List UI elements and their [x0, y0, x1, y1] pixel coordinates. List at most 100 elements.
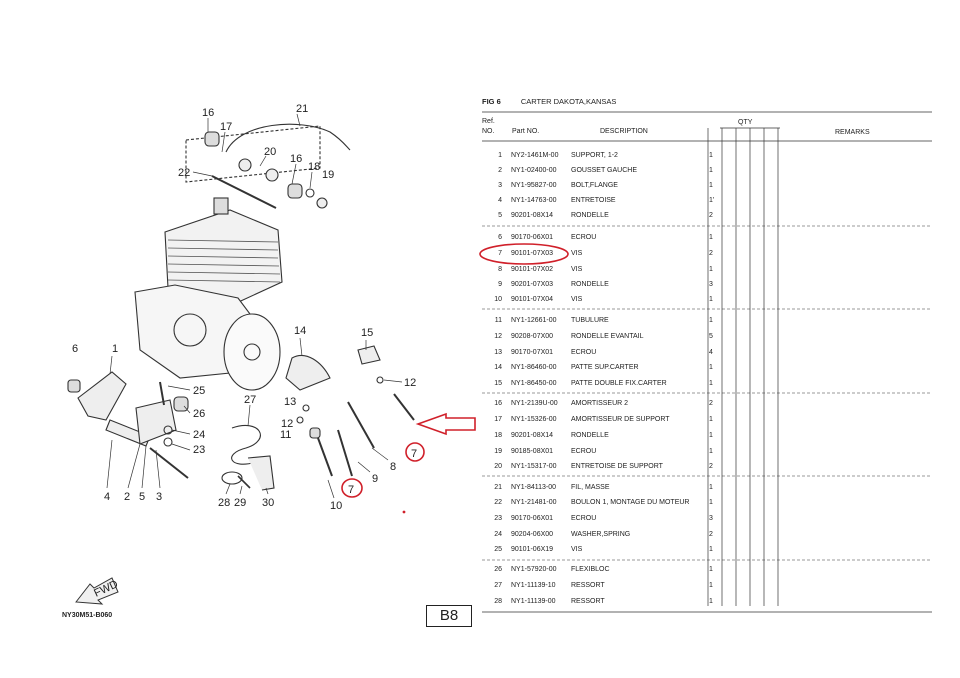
callout-17: 17: [220, 121, 232, 133]
row-ref: 21: [494, 484, 502, 491]
row-part-no: NY1-14763-00: [511, 197, 557, 204]
callout-18: 18: [308, 161, 320, 173]
row-part-no: 90170-07X01: [511, 349, 554, 356]
row-ref: 5: [498, 212, 502, 219]
row-description: SUPPORT, 1-2: [571, 152, 618, 159]
clutch-cover: [223, 313, 281, 391]
row-description: FLEXIBLOC: [571, 566, 610, 573]
row-qty: 2: [709, 400, 713, 407]
row-qty: 3: [709, 515, 713, 522]
damper-16b: [287, 183, 303, 199]
callout-11: 11: [280, 429, 291, 441]
leader-lines: [106, 113, 403, 499]
row-description: WASHER,SPRING: [571, 531, 631, 538]
row-part-no: 90170-06X01: [511, 234, 554, 241]
screw-25: [159, 381, 165, 406]
row-part-no: NY1-2139U-00: [511, 400, 558, 407]
row-part-no: NY1-86460-00: [511, 364, 557, 371]
row-qty: 1: [709, 499, 713, 506]
row-description: TUBULURE: [571, 317, 609, 324]
clutch-hub: [243, 343, 261, 361]
row-qty: 1: [709, 598, 713, 605]
row-description: RESSORT: [571, 582, 605, 589]
row-description: RONDELLE: [571, 212, 609, 219]
callout-20: 20: [264, 146, 276, 158]
washer-12: [296, 416, 304, 424]
callout-14: 14: [294, 325, 306, 337]
callout-2: 2: [124, 491, 130, 503]
callout-6: 6: [72, 343, 78, 355]
row-part-no: 90101-07X04: [511, 296, 554, 303]
callout-8: 8: [390, 461, 396, 473]
row-qty: 1: [709, 167, 713, 174]
row-part-no: NY1-02400-00: [511, 167, 557, 174]
callout-7-lower: 7: [348, 484, 354, 496]
spark-plug: [213, 197, 229, 215]
bracket-15: [357, 345, 381, 365]
row-part-no: 90201-07X03: [511, 281, 554, 288]
row-ref: 13: [494, 349, 502, 356]
row-part-no: 90201-08X14: [511, 432, 554, 439]
stud-7-lower: [337, 429, 353, 477]
row-description: FIL, MASSE: [571, 484, 610, 491]
row-qty: 1: [709, 317, 713, 324]
row-qty: 1: [709, 566, 713, 573]
row-ref: 15: [494, 380, 502, 387]
ground-wire: [225, 123, 351, 153]
stud-10: [317, 437, 333, 477]
row-description: RONDELLE EVANTAIL: [571, 333, 644, 340]
row-description: VIS: [571, 250, 583, 257]
bracket-30: [247, 455, 275, 491]
row-ref: 3: [498, 182, 502, 189]
row-ref: 16: [494, 400, 502, 407]
row-ref: 4: [498, 197, 502, 204]
callout-10: 10: [330, 500, 342, 512]
row-ref: 10: [494, 296, 502, 303]
row-qty: 2: [709, 250, 713, 257]
row-ref: 22: [494, 499, 502, 506]
row-description: RESSORT: [571, 598, 605, 605]
callout-22: 22: [178, 167, 190, 179]
row-qty: 1: [709, 484, 713, 491]
table-row: 28 NY1-11139-00 RESSORT 1: [482, 594, 932, 609]
row-part-no: NY1-86450-00: [511, 380, 557, 387]
row-ref: 28: [494, 598, 502, 605]
row-part-no: NY2-1461M-00: [511, 152, 559, 159]
row-ref: 14: [494, 364, 502, 371]
row-description: ECROU: [571, 448, 597, 455]
callout-21: 21: [296, 103, 308, 115]
row-qty: 2: [709, 531, 713, 538]
row-description: BOULON 1, MONTAGE DU MOTEUR: [571, 499, 690, 506]
row-ref: 8: [498, 266, 502, 273]
callout-13: 13: [284, 396, 296, 408]
bracket-14: [285, 354, 331, 391]
callout-24: 24: [193, 429, 205, 441]
crankcase-port: [173, 313, 207, 347]
table-rules: [482, 111, 932, 613]
row-ref: 18: [494, 432, 502, 439]
row-description: RONDELLE: [571, 432, 609, 439]
row-part-no: NY1-11139-00: [511, 598, 556, 605]
row-part-no: NY1-57920-00: [511, 566, 557, 573]
row-ref: 1: [498, 152, 502, 159]
callout-5: 5: [139, 491, 145, 503]
spacer-20b: [265, 168, 279, 182]
header-no: NO.: [482, 128, 495, 135]
header-ref: Ref.: [482, 118, 495, 125]
fwd-arrow-icon: [75, 577, 119, 605]
row-description: ECROU: [571, 234, 597, 241]
row-part-no: 90101-06X19: [511, 546, 554, 553]
